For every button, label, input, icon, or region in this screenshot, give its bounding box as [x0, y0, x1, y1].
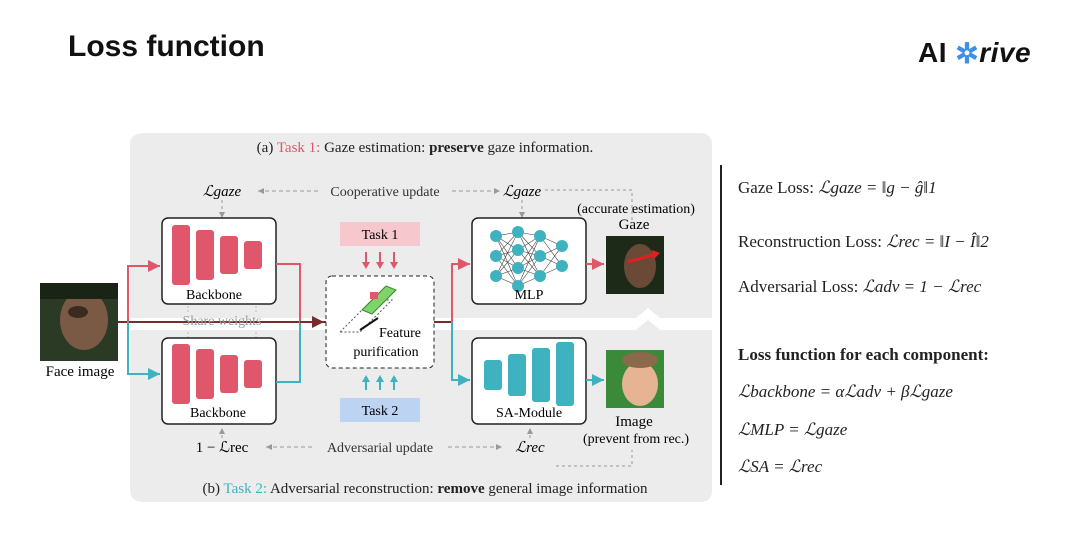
mlp-label: MLP: [515, 288, 544, 303]
loss-gaze-left: ℒgaze: [203, 184, 242, 200]
task2-badge: [340, 398, 420, 422]
backbone-top-box: [161, 217, 277, 305]
face-image-thumbnail: [40, 283, 118, 361]
task1-badge: [340, 222, 420, 246]
loss-one-minus-rec: 1 − ℒrec: [196, 440, 249, 456]
adversarial-update-label: Adversarial update: [327, 441, 433, 456]
gaze-loss-formula: ℒgaze = ‖g − ĝ‖1: [818, 178, 937, 197]
brand-logo: AI ✲rive: [918, 36, 1031, 69]
backbone-top-label: Backbone: [186, 288, 242, 303]
cooperative-update-label: Cooperative update: [330, 185, 439, 200]
sa-formula: ℒSA = ℒrec: [738, 457, 822, 477]
feature-label-line1: Feature: [379, 326, 421, 341]
backbone-top-layers: [172, 225, 262, 285]
page-title: Loss function: [68, 30, 265, 63]
accurate-estimation-label: (accurate estimation): [577, 202, 695, 217]
section-divider: [720, 165, 722, 485]
gaze-loss-label: Gaze Loss:: [738, 178, 819, 197]
task2-badge-label: Task 2: [362, 404, 399, 419]
gaze-output-thumbnail: [606, 236, 664, 294]
gaze-loss-row: Gaze Loss: ℒgaze = ‖g − ĝ‖1: [738, 178, 937, 198]
prevent-rec-label: (prevent from rec.): [583, 432, 689, 447]
backbone-bottom-layers: [172, 344, 262, 404]
backbone-formula-text: ℒbackbone = αℒadv + βℒgaze: [738, 382, 953, 401]
task2-caption: (b) Task 2: Adversarial reconstruction: …: [203, 481, 648, 497]
task2-up-arrows: [362, 375, 398, 390]
component-header: Loss function for each component:: [738, 345, 989, 364]
task1-caption: (a) Task 1: Gaze estimation: preserve ga…: [257, 140, 594, 156]
rec-loss-row: Reconstruction Loss: ℒrec = ‖I − Î‖2: [738, 232, 989, 252]
feature-label-line2: purification: [353, 345, 418, 360]
gaze-output-label: Gaze: [619, 217, 650, 233]
mlp-formula-text: ℒMLP = ℒgaze: [738, 420, 848, 439]
sa-module-label: SA-Module: [496, 406, 562, 421]
sa-module-layers: [484, 342, 574, 406]
task1-down-arrows: [362, 252, 398, 269]
feature-purification-box: [325, 275, 435, 369]
adv-loss-row: Adversarial Loss: ℒadv = 1 − ℒrec: [738, 277, 981, 297]
logo-text-right: rive: [979, 37, 1032, 68]
share-weights-label: Share weights: [183, 314, 262, 329]
image-output-label: Image: [615, 414, 653, 430]
backbone-bottom-label: Backbone: [190, 406, 246, 421]
logo-text-left: AI: [918, 37, 956, 68]
gear-icon: ✲: [955, 38, 980, 69]
rec-loss-formula: ℒrec = ‖I − Î‖2: [886, 232, 989, 251]
loss-rec-bottom: ℒrec: [515, 440, 545, 456]
loss-gaze-right: ℒgaze: [503, 184, 542, 200]
mlp-formula: ℒMLP = ℒgaze: [738, 420, 847, 440]
face-image-label: Face image: [46, 364, 115, 380]
neural-net-icon: [490, 226, 568, 292]
task1-badge-label: Task 1: [362, 228, 399, 243]
image-output-thumbnail: [606, 350, 664, 408]
rec-loss-label: Reconstruction Loss:: [738, 232, 887, 251]
sa-formula-text: ℒSA = ℒrec: [738, 457, 823, 476]
adv-loss-formula: ℒadv = 1 − ℒrec: [862, 277, 982, 296]
feature-block-icon: [338, 285, 397, 333]
backbone-formula: ℒbackbone = αℒadv + βℒgaze: [738, 382, 953, 402]
adv-loss-label: Adversarial Loss:: [738, 277, 863, 296]
